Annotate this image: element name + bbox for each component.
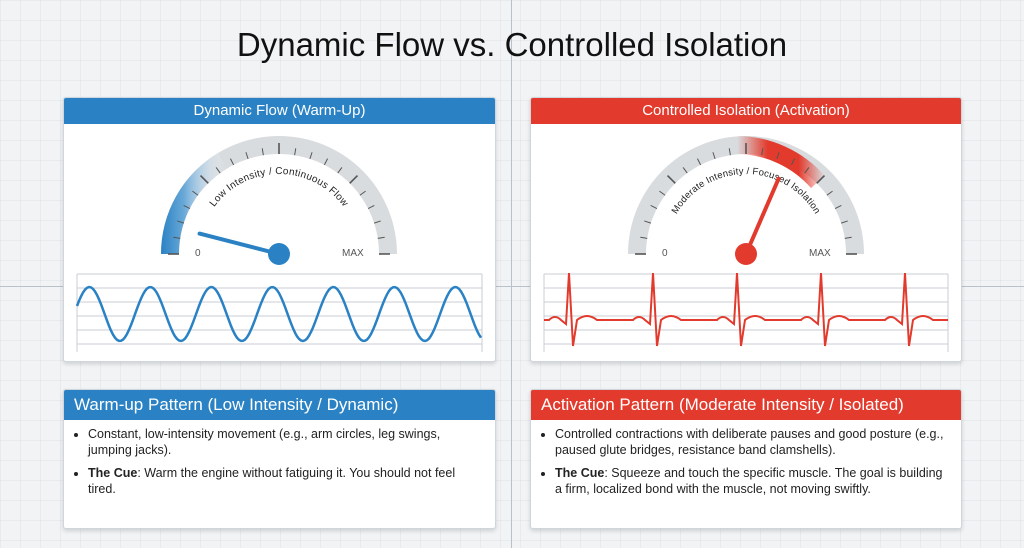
gauge-tick [349,174,359,184]
gauge-tick [199,174,209,184]
controlled-isolation-panel: Controlled Isolation (Activation) Modera… [530,97,962,362]
list-item: Constant, low-intensity movement (e.g., … [88,426,479,458]
gauge-tick [650,204,658,210]
activation-bullets: Controlled contractions with deliberate … [531,420,961,497]
gauge-tick [790,158,796,166]
gauge-max-label: MAX [809,248,831,259]
gauge-needle [197,231,281,256]
gauge-tick [826,190,833,196]
cue-text: : Squeeze and touch the specific muscle.… [555,466,943,496]
gauge-tick [682,167,688,174]
gauge-tick [215,167,221,174]
list-item: The Cue: Squeeze and touch the specific … [555,465,945,497]
gauge-tick [177,220,185,224]
gauge-tick [377,236,385,239]
gauge-tick [261,148,264,156]
dynamic-flow-panel: Dynamic Flow (Warm-Up) Low Intensity / C… [63,97,496,362]
ecg-waveform [544,272,948,347]
gauge-fill [737,136,825,188]
gauge-tick [666,174,676,184]
gauge-tick [359,190,366,196]
page-title: Dynamic Flow vs. Controlled Isolation [236,26,788,63]
cue-text: : Warm the engine without fatiguing it. … [88,466,456,496]
gauge-tick [309,152,313,160]
gauge-tick [844,236,852,239]
gauge-max-label: MAX [342,248,364,259]
gauge-tick [245,152,249,160]
controlled-isolation-header: Controlled Isolation (Activation) [531,98,961,124]
vertical-divider-line [511,0,512,548]
sine-waveform [75,285,483,343]
dynamic-flow-gauge-graphic: Low Intensity / Continuous Flow 0 MAX [75,136,483,352]
gauge-tick [659,190,666,196]
gauge-tick [192,190,199,196]
gauge-tick [183,204,191,210]
dynamic-flow-header: Dynamic Flow (Warm-Up) [64,98,495,124]
cue-label: The Cue [555,466,605,480]
list-item: Controlled contractions with deliberate … [555,426,945,458]
gauge-tick [696,158,702,166]
list-item: The Cue: Warm the engine without fatigui… [88,465,479,497]
gauge-tick [644,220,652,224]
gauge-tick [712,152,716,160]
gauge-tick [776,152,780,160]
controlled-isolation-gauge-graphic: Moderate Intensity / Focused Isolation 0… [543,136,949,352]
gauge-fill [161,153,227,254]
gauge-tick [840,220,848,224]
warmup-pattern-panel: Warm-up Pattern (Low Intensity / Dynamic… [63,389,496,529]
activation-pattern-header: Activation Pattern (Moderate Intensity /… [531,390,961,420]
gauge-tick [728,148,731,156]
gauge-needle [744,176,781,256]
gauge-tick [173,236,181,239]
gauge-label: Low Intensity / Continuous Flow [208,166,351,209]
warmup-bullets: Constant, low-intensity movement (e.g., … [64,420,495,497]
gauge-tick [640,236,648,239]
gauge-tick [804,167,810,174]
gauge-tick [229,158,235,166]
gauge-tick [337,167,343,174]
gauge-tick [294,148,297,156]
gauge-min-label: 0 [195,248,201,259]
warmup-pattern-header: Warm-up Pattern (Low Intensity / Dynamic… [64,390,495,420]
cue-label: The Cue [88,466,138,480]
gauge-tick [323,158,329,166]
gauge-tick [761,148,764,156]
gauge-tick [373,220,381,224]
gauge-hub [268,243,290,265]
horizontal-divider-line [0,286,1024,287]
gauge-tick [816,174,826,184]
gauge-hub [735,243,757,265]
gauge-tick [367,204,375,210]
gauge-min-label: 0 [662,248,668,259]
activation-pattern-panel: Activation Pattern (Moderate Intensity /… [530,389,962,529]
gauge-tick [834,204,842,210]
